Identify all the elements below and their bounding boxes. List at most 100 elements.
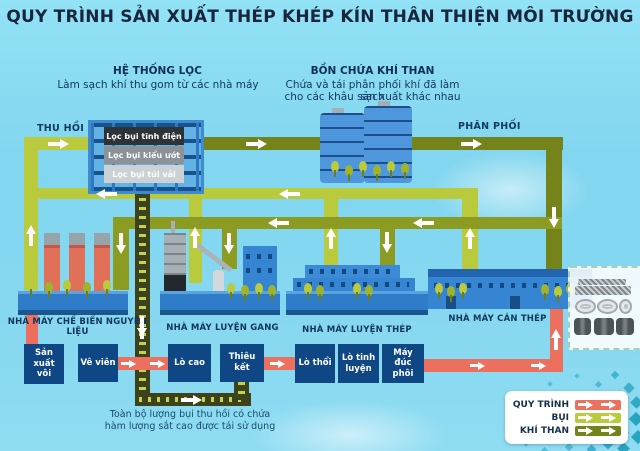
legend-row-process: QUY TRÌNH [512,399,621,410]
arrow-right-icon [601,426,616,435]
tree-icon [400,163,410,179]
conveyor-dust-return-vertical [135,176,150,404]
steel-rods-icon [575,286,631,295]
arrow-left-icon [267,218,289,228]
filter-system-subtitle: Làm sạch khí thu gom từ các nhà máy [57,79,259,91]
tree-icon [446,286,456,302]
filter-system-heading: HỆ THỐNG LỌC [113,65,202,77]
factory4-label: NHÀ MÁY CÁN THÉP [448,314,547,324]
conveyor-dust-return-up [234,378,249,400]
tree-icon [358,161,368,177]
arrow-right-icon [470,362,485,370]
arrow-up-icon [465,227,475,249]
conveyor-texture [139,180,146,400]
arrow-right-icon [531,362,546,370]
windows [309,269,395,274]
tree-icon [102,280,112,296]
chimney-icon [69,233,85,293]
arrow-up-icon [326,227,336,249]
pattern-diamond [630,429,640,445]
tree-icon [364,285,374,301]
pattern-diamond [540,446,549,451]
tree-icon [352,283,362,299]
page-title: QUY TRÌNH SẢN XUẤT THÉP KHÉP KÍN THÂN TH… [6,7,634,27]
legend-label-process: QUY TRÌNH [512,399,569,410]
legend-label-dust: BỤI [551,412,569,423]
blast-furnace-base [164,275,186,291]
tree-icon [315,285,325,301]
filter-unit-wet: Lọc bụi kiểu ướt [104,146,184,164]
arrow-up-icon [551,328,561,350]
arrow-down-icon [137,316,147,348]
pipe-dust-left-riser [24,137,38,290]
arrow-down-icon [382,232,392,254]
legend-row-dust: BỤI [512,412,621,423]
arrow-up-icon [190,226,200,248]
arrow-right-icon [121,360,136,368]
tower-mast [171,221,175,233]
gas-tank-subtitle-line1: Chứa và tái phân phối khí đã làm sạch [285,79,460,104]
process-box-lo-cao: Lò cao [168,344,211,382]
tree-icon [303,283,313,299]
chimney-icon [44,233,60,293]
tree-icon [267,285,277,301]
arrow-right-icon [578,413,593,422]
chimney-icon [94,233,110,293]
arrow-left-icon [95,189,117,199]
distribution-label: PHÂN PHỐI [458,121,521,132]
arrow-right-icon [578,426,593,435]
windows [246,268,274,273]
arrow-right-icon [601,413,616,422]
process-box-may-duc-phoi: Máy đúc phôi [382,344,424,383]
arrow-right-icon [461,139,483,149]
legend-row-gas: KHÍ THAN [512,425,621,436]
arrow-right-icon [601,400,616,409]
pipe-dust-collector [24,188,478,199]
arrow-right-icon [270,360,285,368]
legend-bar-gas [575,425,621,436]
steel-rods-icon [578,279,626,285]
legend: QUY TRÌNH BỤI KHÍ THAN [505,391,628,444]
gas-tank-cylinder-left [320,113,365,183]
arrow-right-icon [150,360,165,368]
tree-icon [540,284,550,300]
tree-icon [240,285,250,301]
pattern-diamond [547,381,553,387]
process-box-thieu-ket: Thiêu kết [220,344,264,382]
silo [213,270,224,292]
tree-icon [226,283,236,299]
pattern-diamond [594,380,603,389]
tank-cap [378,101,390,107]
arrow-right-icon [48,139,70,149]
pattern-diamond [628,411,640,427]
note-line2: hàm lượng sắt cao được tái sử dụng [104,421,276,433]
factory2-base [160,291,280,315]
steel-cylinder-icon [574,318,591,335]
recovery-label: THU HỒI [37,123,85,134]
factory3-label: NHÀ MÁY LUYỆN THÉP [302,325,412,335]
process-box-ve-vien: Vê viên [78,344,118,382]
pipe-process-f1-down [26,308,38,346]
tree-icon [458,283,468,299]
windows [434,283,584,288]
tree-icon [254,283,264,299]
windows [246,254,274,259]
steel-cylinder-icon [616,318,634,335]
factory1-label: NHÀ MÁY CHẾ BIẾN NGUYÊN LIỆU [7,317,148,337]
tree-icon [386,161,396,177]
note-line1: Toàn bộ lượng bụi thu hồi có chứa [109,409,271,420]
pipe-gas-feeder [113,217,562,229]
arrow-down-icon [116,233,126,255]
process-box-san-xuat-voi: Sản xuất vôi [24,344,64,384]
tree-icon [44,282,54,298]
factory-door [510,296,520,309]
tree-icon [553,286,563,302]
process-box-lo-thoi: Lò thổi [295,344,335,383]
arrow-left-icon [278,189,300,199]
pattern-diamond [586,444,597,451]
tree-icon [82,282,92,298]
tree-icon [26,280,36,296]
arrow-down-icon [549,207,559,229]
steel-products-panel [568,266,640,350]
process-box-lo-tinh-luyen: Lò tinh luyện [338,344,379,383]
